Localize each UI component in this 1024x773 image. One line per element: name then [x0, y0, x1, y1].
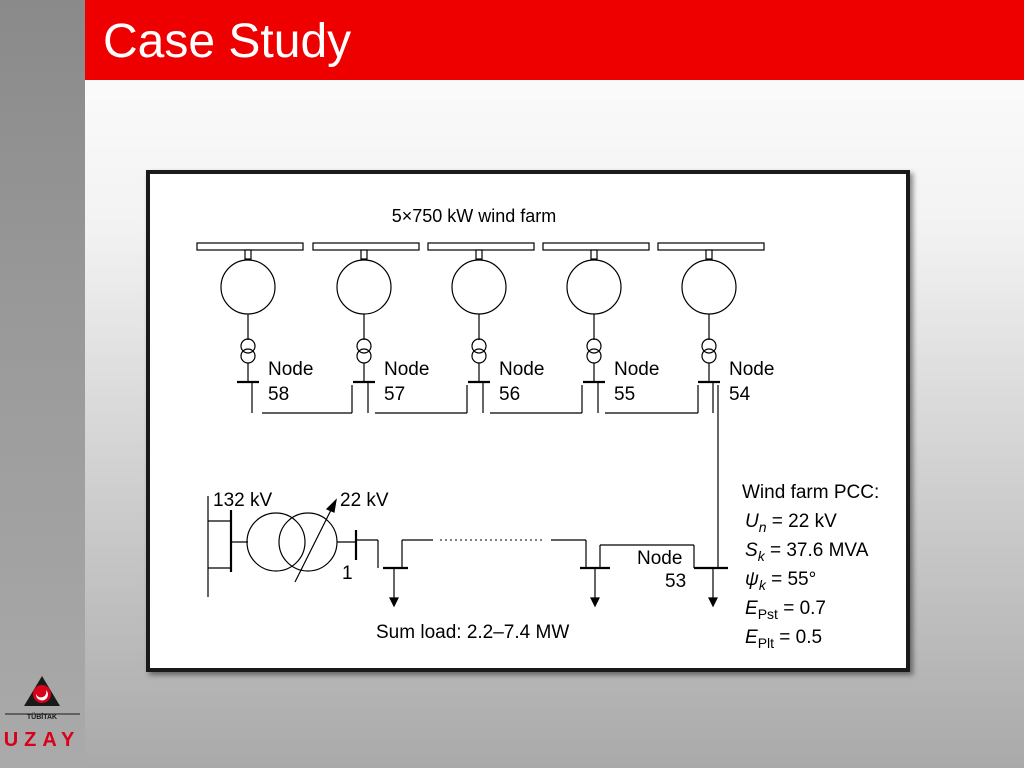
node-label: Node [384, 359, 429, 380]
turbine-transformer [240, 338, 256, 354]
slide-sidebar [0, 0, 85, 768]
collector-wiring [262, 385, 719, 545]
node-label: Node [499, 359, 544, 380]
logo-unit-text: UZAY [4, 729, 81, 751]
turbine-group [196, 242, 765, 413]
grid-transformer [207, 496, 728, 608]
load-arrowhead [389, 597, 399, 608]
sum-load-label: Sum load: 2.2–7.4 MW [376, 622, 569, 643]
node-label: Node [614, 359, 659, 380]
lv-voltage-label: 22 kV [340, 490, 389, 511]
pcc-nominal-voltage: Un = 22 kV [745, 511, 837, 535]
turbine-blade [542, 242, 650, 251]
diagram-frame: 5×750 kW wind farm [146, 170, 910, 672]
turbine-generator [220, 259, 276, 315]
turbine-hub [705, 249, 713, 260]
turbine-blade [196, 242, 304, 251]
node-number: 57 [384, 384, 405, 405]
turbine-blade [312, 242, 420, 251]
node-label: Node [268, 359, 313, 380]
turbine-transformer [701, 348, 717, 364]
tap-changer-arrowhead [325, 498, 337, 513]
pcc-flicker-pst: EPst = 0.7 [745, 598, 826, 622]
wind-farm-label: 5×750 kW wind farm [392, 206, 557, 226]
turbine-transformer [701, 338, 717, 354]
turbine-hub [590, 249, 598, 260]
pcc-node-number: 53 [665, 571, 686, 592]
tap-position-label: 1 [342, 563, 353, 584]
pcc-info-title: Wind farm PCC: [742, 482, 879, 503]
turbine-generator [451, 259, 507, 315]
wind-farm-diagram: 5×750 kW wind farm [196, 206, 879, 651]
node-number: 55 [614, 384, 635, 405]
node-number: 58 [268, 384, 289, 405]
load-arrowhead [708, 597, 718, 608]
node-number: 54 [729, 384, 751, 405]
tap-changer-arrow [294, 499, 337, 583]
turbine-hub [475, 249, 483, 260]
transformer-winding-hv [246, 512, 306, 572]
turbine-generator [336, 259, 392, 315]
slide-title: Case Study [103, 15, 352, 68]
turbine-transformer [240, 348, 256, 364]
hv-voltage-label: 132 kV [213, 490, 272, 511]
turbine-transformer [586, 338, 602, 354]
turbine-transformer [471, 348, 487, 364]
logo-emblem [24, 676, 60, 706]
turbine-hub [244, 249, 252, 260]
turbine-blade [657, 242, 765, 251]
turbine-hub [360, 249, 368, 260]
turbine-generator [681, 259, 737, 315]
turbine-generator [566, 259, 622, 315]
turbine-transformer [356, 348, 372, 364]
transformer-winding-lv [278, 512, 338, 572]
pcc-flicker-plt: EPlt = 0.5 [745, 627, 822, 651]
turbine-blade [427, 242, 535, 251]
pcc-impedance-angle: ψk = 55° [745, 569, 816, 593]
turbine-transformer [471, 338, 487, 354]
logo-org-text: TÜBİTAK [27, 712, 57, 721]
pcc-info-block: Wind farm PCC: Un = 22 kV Sk = 37.6 MVA … [742, 482, 879, 651]
node-label: Node [729, 359, 774, 380]
pcc-short-circuit-power: Sk = 37.6 MVA [745, 540, 869, 564]
node-number: 56 [499, 384, 520, 405]
title-bar [85, 0, 1024, 80]
pcc-node-label: Node [637, 548, 682, 569]
turbine-transformer [586, 348, 602, 364]
tubitak-uzay-logo: TÜBİTAK UZAY [0, 668, 85, 768]
turbine-transformer [356, 338, 372, 354]
load-arrowhead [590, 597, 600, 608]
